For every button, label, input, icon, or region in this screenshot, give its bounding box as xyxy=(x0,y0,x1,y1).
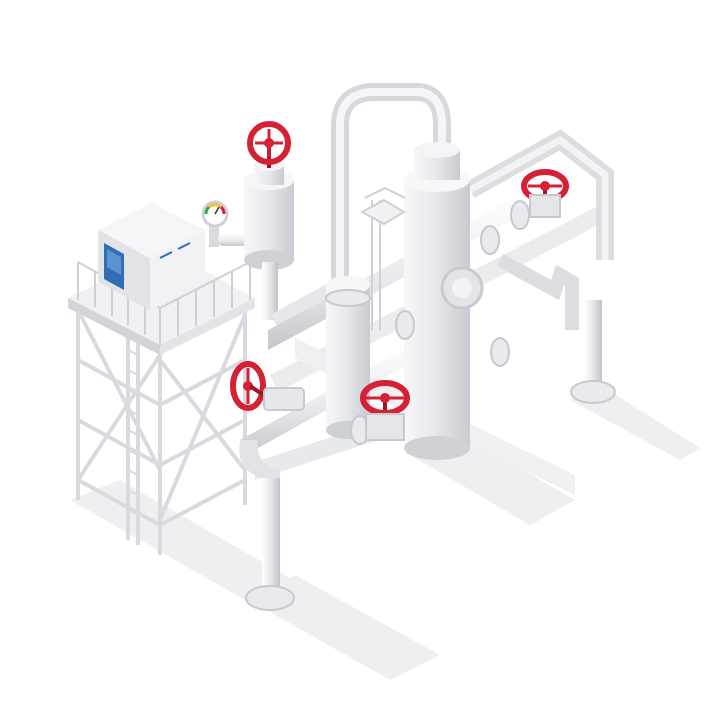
separator-column xyxy=(404,142,484,460)
valve-top-right xyxy=(521,169,569,218)
flanges xyxy=(245,200,616,611)
scaffold-tower xyxy=(76,265,247,555)
valve-top-left xyxy=(247,121,291,168)
column-platform xyxy=(359,186,406,330)
pressure-gauge xyxy=(201,200,248,247)
control-cabinet xyxy=(98,203,205,310)
upper-tank xyxy=(244,159,294,270)
ladder-rungs xyxy=(127,349,139,516)
valve-left xyxy=(230,361,305,411)
valve-center xyxy=(360,380,410,441)
